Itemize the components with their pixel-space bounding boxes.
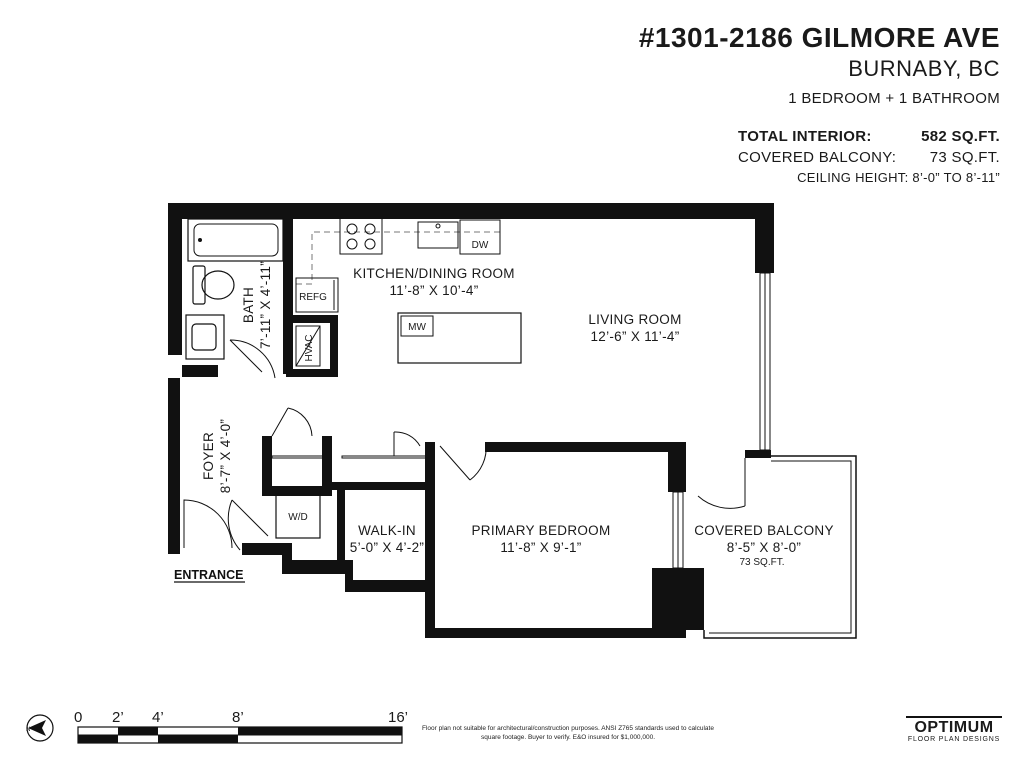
room-dimensions: 8’-5” X 8’-0”: [727, 540, 801, 555]
room-kitchen: KITCHEN/DINING ROOM 11’-8” X 10’-4”: [353, 266, 515, 298]
north-arrow-icon: N: [26, 714, 54, 742]
room-balcony: COVERED BALCONY 8’-5” X 8’-0” 73 SQ.FT.: [694, 523, 834, 568]
room-name: FOYER: [201, 432, 216, 480]
hvac-label: HVAC: [304, 334, 315, 361]
kitchen-island: MW: [397, 312, 522, 364]
optimum-logo: OPTIMUM FLOOR PLAN DESIGNS: [906, 716, 1002, 743]
logo-tagline: FLOOR PLAN DESIGNS: [907, 736, 1001, 743]
entrance-label: ENTRANCE: [174, 568, 243, 582]
walls: [168, 203, 774, 638]
windows: [672, 272, 771, 569]
refrigerator: REFG: [295, 277, 339, 313]
toilet: [192, 265, 235, 305]
total-interior-row: TOTAL INTERIOR: 582 SQ.FT.: [738, 128, 1000, 145]
microwave-label: MW: [408, 322, 426, 333]
room-dimensions: 5’-0” X 4’-2”: [350, 540, 424, 555]
scale-bar: 0 2’ 4’ 8’ 16’: [74, 709, 408, 744]
room-dimensions: 8’-7” X 4’-0”: [218, 419, 233, 493]
room-dimensions: 7’-11” X 4’-11”: [258, 261, 273, 349]
scale-label-4: 4’: [152, 709, 164, 726]
entry-door: [183, 499, 269, 551]
bathroom-sink: [185, 314, 225, 360]
room-area: 73 SQ.FT.: [739, 557, 784, 568]
washer-dryer-label: W/D: [288, 512, 307, 523]
dishwasher-label: DW: [472, 240, 489, 251]
closet-doors: [271, 407, 432, 520]
north-label: N: [26, 727, 30, 733]
total-interior-label: TOTAL INTERIOR:: [738, 128, 872, 145]
scale-label-16: 16’: [388, 709, 408, 726]
bathtub: [187, 218, 284, 262]
room-living: LIVING ROOM 12’-6” X 11’-4”: [588, 312, 681, 344]
scale-label-8: 8’: [232, 709, 244, 726]
room-bath: BATH 7’-11” X 4’-11”: [241, 261, 273, 349]
scale-label-2: 2’: [112, 709, 124, 726]
hvac-closet: HVAC: [295, 325, 321, 367]
kitchen-sink: [417, 221, 459, 249]
stove: [339, 217, 383, 255]
room-dimensions: 11’-8” X 10’-4”: [389, 283, 478, 298]
balcony-door: [697, 458, 746, 509]
refrigerator-label: REFG: [299, 292, 327, 303]
room-primary-bedroom: PRIMARY BEDROOM 11’-8” X 9’-1”: [471, 523, 610, 555]
balcony-area-value: 73 SQ.FT.: [929, 149, 1000, 166]
bath-door: [229, 339, 276, 379]
balcony-area-row: COVERED BALCONY: 73 SQ.FT.: [738, 149, 1000, 166]
balcony-area-label: COVERED BALCONY:: [738, 149, 897, 166]
room-name: PRIMARY BEDROOM: [471, 523, 610, 538]
room-name: BATH: [241, 287, 256, 323]
total-interior-value: 582 SQ.FT.: [921, 128, 1000, 145]
bed-bath-count: 1 BEDROOM + 1 BATHROOM: [788, 90, 1000, 107]
logo-wordmark: OPTIMUM: [906, 716, 1002, 737]
room-name: LIVING ROOM: [588, 312, 681, 327]
room-walk-in: WALK-IN 5’-0” X 4’-2”: [350, 523, 424, 555]
disclaimer: Floor plan not suitable for architectura…: [422, 725, 714, 741]
room-foyer: FOYER 8’-7” X 4’-0”: [201, 419, 233, 493]
property-city: BURNABY, BC: [848, 56, 1000, 81]
scale-label-0: 0: [74, 709, 82, 726]
balcony-outline: [703, 455, 857, 639]
ceiling-height: CEILING HEIGHT: 8’-0” TO 8’-11”: [797, 170, 1000, 185]
room-dimensions: 11’-8” X 9’-1”: [500, 540, 581, 555]
room-name: COVERED BALCONY: [694, 523, 834, 538]
room-dimensions: 12’-6” X 11’-4”: [590, 329, 679, 344]
room-name: WALK-IN: [358, 523, 416, 538]
property-address: #1301-2186 GILMORE AVE: [638, 22, 1000, 53]
dishwasher: DW: [459, 219, 501, 255]
bedroom-door: [439, 443, 487, 481]
washer-dryer: W/D: [275, 493, 321, 539]
room-name: KITCHEN/DINING ROOM: [353, 266, 515, 281]
